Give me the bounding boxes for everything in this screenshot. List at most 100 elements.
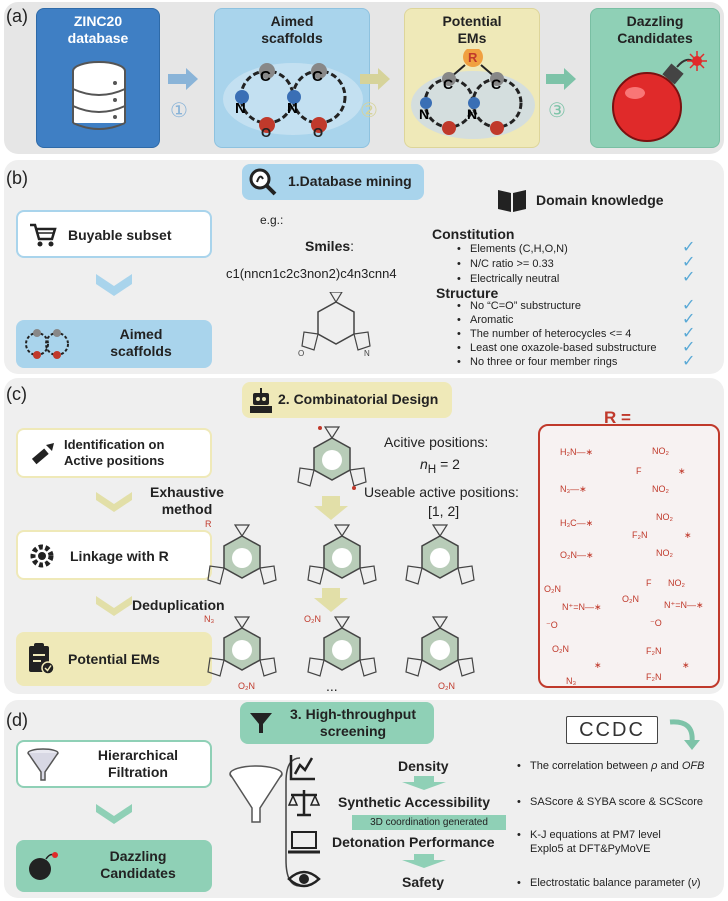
shopping-cart-icon: [30, 223, 57, 247]
aimed-small-line1: Aimed: [119, 326, 163, 342]
dazzling-title-line1: Dazzling: [626, 13, 684, 29]
active-positions-molecule-icon: [297, 426, 367, 490]
arrow-2-icon: [360, 68, 390, 90]
dazzling-candidates-box: Dazzling Candidates: [590, 8, 720, 148]
r-group-f2n: F₂N: [646, 672, 662, 682]
svg-text:O: O: [261, 125, 271, 140]
structure-title: Structure: [436, 285, 499, 301]
svg-text:N: N: [235, 100, 246, 117]
linked-molecule-3-icon: [405, 524, 475, 585]
structure-item: Aromatic: [457, 314, 514, 326]
gear-icon: [30, 544, 54, 568]
r-group-nplus: N⁺=N—∗: [562, 602, 602, 612]
nh-symbol: n: [420, 456, 428, 472]
step-3: ③: [548, 100, 566, 122]
dazzling-small-line1: Dazzling: [109, 848, 167, 864]
book-icon: [498, 190, 526, 212]
r-group-no2: NO₂: [652, 446, 669, 456]
chevron-down-icon: [96, 596, 132, 616]
combinatorial-design-header: 2. Combinatorial Design: [242, 382, 452, 418]
flashlight-icon: [31, 443, 54, 465]
safety-label: Safety: [402, 874, 445, 890]
svg-text:C: C: [312, 68, 323, 85]
r-group-star: ∗: [594, 660, 602, 670]
check-icon: ✓: [682, 269, 696, 286]
nh-value: nH = 2: [420, 456, 460, 476]
r-group-o2n: O₂N: [622, 594, 639, 604]
em-molecule-3-icon: [405, 616, 475, 677]
detonation-description-1: K-J equations at PM7 level: [517, 829, 661, 841]
potential-ems-small-box: Potential EMs: [16, 632, 212, 686]
hierarchical-filtration-box: Hierarchical Filtration: [16, 740, 212, 788]
combinatorial-design-title: 2. Combinatorial Design: [278, 391, 439, 407]
r-group-no2: NO₂: [668, 578, 685, 588]
laptop-icon: [288, 831, 320, 854]
linkage-label: Linkage with R: [70, 548, 169, 564]
density-desc-text: The correlation between: [530, 760, 652, 772]
balance-scale-icon: [288, 790, 320, 817]
ccdc-text: CCDC: [579, 719, 645, 741]
check-icon: ✓: [682, 254, 696, 271]
check-icon: ✓: [682, 353, 696, 370]
svg-text:N: N: [364, 349, 370, 358]
bomb-icon: [612, 51, 707, 142]
safety-desc-text: Electrostatic balance parameter (: [530, 877, 692, 889]
ccdc-logo: CCDC: [566, 716, 658, 744]
arrow-down-icon: [402, 776, 446, 790]
check-icon: ✓: [682, 311, 696, 328]
identification-line2: Active positions: [64, 453, 165, 468]
aimed-scaffolds-small-box: Aimed scaffolds: [16, 320, 212, 368]
database-mining-title: 1.Database mining: [288, 173, 412, 189]
r-group-ominus: ⁻O: [546, 620, 558, 630]
robot-icon: [250, 388, 272, 413]
scaffold-icon: C C N N O O: [223, 63, 363, 140]
o2n-label: O₂N: [238, 681, 255, 691]
density-label: Density: [398, 758, 449, 774]
linkage-box: Linkage with R: [16, 530, 212, 580]
ofb-text: OFB: [681, 760, 705, 772]
clipboard-check-icon: [29, 643, 55, 675]
smiles-label: Smiles: [305, 238, 351, 254]
linked-molecule-1-icon: [207, 524, 277, 585]
r-group-star: ∗: [678, 466, 686, 476]
r-group-f: F: [636, 466, 642, 476]
aimed-title-line2: scaffolds: [261, 30, 323, 46]
exhaustive-line1: Exhaustive: [150, 484, 224, 500]
arrow-down-icon: [314, 588, 348, 612]
molecule-structure-icon: O N: [298, 292, 371, 358]
detonation-performance-label: Detonation Performance: [332, 834, 495, 850]
r-group-f: F: [646, 578, 652, 588]
buyable-subset-box: Buyable subset: [16, 210, 212, 258]
high-throughput-line2: screening: [319, 723, 387, 739]
svg-text:N: N: [419, 106, 429, 122]
bomb-small-icon: [29, 852, 58, 880]
substituted-scaffold-icon: R C C N N: [411, 49, 535, 139]
safety-desc-close: ): [696, 877, 701, 889]
arrow-down-icon: [402, 854, 446, 868]
zinc20-title-line2: database: [67, 30, 129, 46]
constitution-title: Constitution: [432, 226, 515, 242]
eye-icon: [287, 870, 321, 888]
nh-number: = 2: [436, 456, 460, 472]
r-group-no2: NO₂: [656, 548, 673, 558]
r-label: R: [205, 519, 212, 529]
structure-item: Least one oxazole-based substructure: [457, 342, 656, 354]
r-group-f2n: F₂N: [646, 646, 662, 656]
exhaustive-line2: method: [161, 501, 213, 517]
eg-label: e.g.:: [260, 213, 284, 227]
deduplication-label: Deduplication: [132, 597, 225, 613]
useable-positions-value: [1, 2]: [428, 503, 460, 519]
funnel-large-icon: [229, 765, 283, 823]
dazzling-title-line2: Candidates: [617, 30, 693, 46]
structure-item: No three or four member rings: [457, 356, 617, 368]
svg-text:C: C: [443, 76, 453, 92]
zinc20-title-line1: ZINC20: [73, 13, 123, 29]
chevron-down-icon: [96, 274, 132, 296]
coordination-label: 3D coordination generated: [352, 815, 506, 830]
dazzling-candidates-small-box: Dazzling Candidates: [16, 840, 212, 892]
identification-box: Identification on Active positions: [16, 428, 212, 478]
check-icon: ✓: [682, 297, 696, 314]
search-icon: [249, 168, 277, 196]
high-throughput-line1: 3. High-throughput: [290, 706, 416, 722]
svg-text:N: N: [287, 100, 298, 117]
